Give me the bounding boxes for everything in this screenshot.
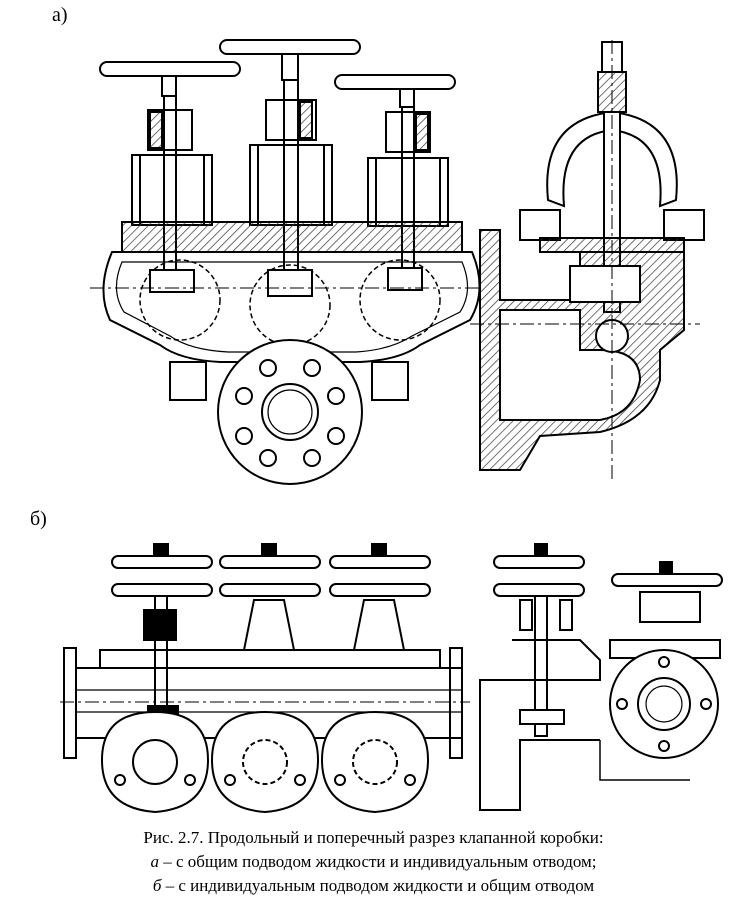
cover-plate [121, 221, 463, 253]
bolt-left [519, 209, 561, 241]
inlet-flanges-b [100, 710, 430, 814]
caption-letter-b: б [152, 876, 162, 895]
bonnet-b-right [352, 599, 406, 651]
fig-b-longitudinal-view [60, 543, 470, 814]
caption-line-1: Рис. 2.7. Продольный и поперечный разрез… [143, 828, 604, 847]
caption-letter-a: а [150, 852, 159, 871]
bolt-right [663, 209, 705, 241]
cross-valve-disc [569, 265, 641, 303]
handwheel-left [99, 61, 241, 97]
valve-chambers [139, 259, 441, 346]
valve-disc-left [149, 269, 195, 293]
handwheels-b [111, 543, 431, 597]
bonnet-middle [249, 99, 333, 226]
cross-body-b [479, 639, 601, 811]
caption-text-a: – с общим подводом жидкости и индивидуал… [158, 852, 597, 871]
foot-right [371, 361, 409, 401]
top-plate-b [99, 649, 441, 669]
valve-disc-middle [267, 269, 313, 297]
caption-line-2: а – с общим подводом жидкости и индивиду… [0, 850, 747, 873]
figure-label-b: б) [30, 508, 47, 530]
handwheel-middle [219, 39, 361, 81]
caption-text-b: – с индивидуальным подводом жидкости и о… [161, 876, 595, 895]
foot-left [169, 361, 207, 401]
bonnet-b-middle [242, 599, 296, 651]
outlet-flange-b [609, 649, 719, 759]
yoke-arch [546, 110, 678, 208]
fig-a-longitudinal-section [90, 39, 481, 485]
figure-label-a: а) [52, 4, 68, 26]
valve-disc-right [387, 267, 423, 291]
fig-a-cross-section [470, 40, 705, 480]
gland-left [143, 609, 177, 641]
fig-b-cross-view [479, 543, 723, 811]
caption-line-3: б – с индивидуальным подводом жидкости и… [0, 874, 747, 897]
handwheel-right [334, 74, 456, 108]
inlet-flange-a [217, 339, 363, 485]
